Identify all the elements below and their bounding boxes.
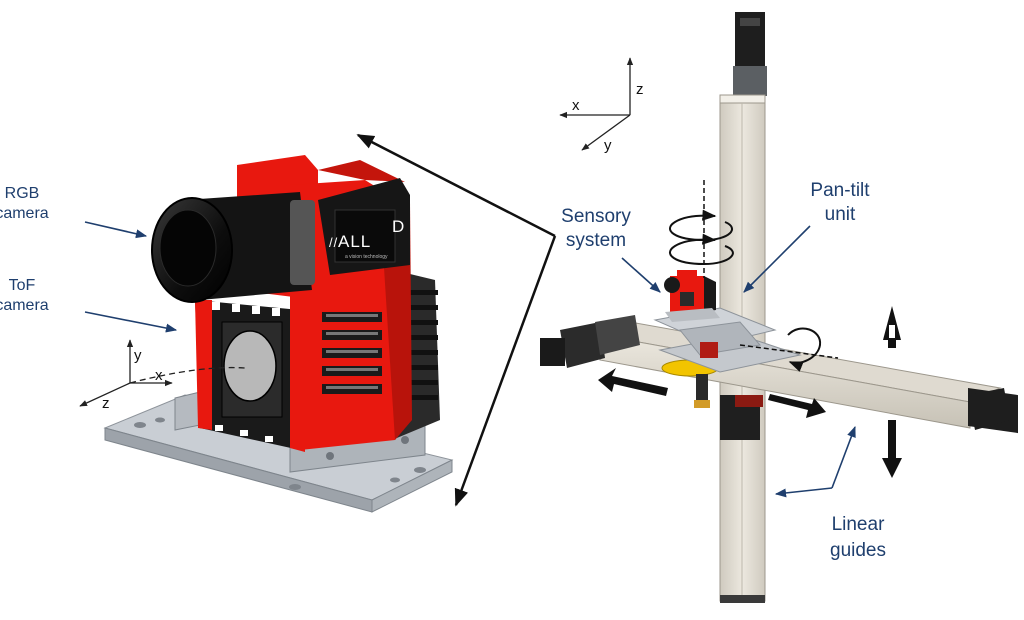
allied-logo-suffix: D <box>392 217 405 236</box>
svg-text:Linear: Linear <box>832 514 885 535</box>
camera-axis-x-label: x <box>155 367 163 384</box>
pan-tilt-unit-label: Pan-tilt unit <box>810 180 870 225</box>
camera-axis-y-label: y <box>134 347 142 364</box>
rgb-camera-label: RGB camera <box>0 185 49 222</box>
svg-text:system: system <box>566 230 626 251</box>
svg-text:ToF: ToF <box>9 277 36 294</box>
allied-logo-text: ALL <box>338 232 371 251</box>
sensory-system-label: Sensory system <box>561 206 631 251</box>
svg-text:guides: guides <box>830 540 886 561</box>
rgb-camera-body: ALL D a vision technology // <box>318 178 410 275</box>
robot-axis-x-label: x <box>572 97 580 114</box>
vertical-linear-guide <box>719 12 767 603</box>
camera-assembly: ALL D a vision technology // y x z <box>79 155 454 513</box>
zoom-connector <box>356 133 557 507</box>
rgb-lens <box>151 192 315 303</box>
linear-guides-pointer <box>774 425 856 498</box>
svg-text:camera: camera <box>0 205 49 222</box>
tof-lens <box>223 330 277 402</box>
svg-text:camera: camera <box>0 297 49 314</box>
sensory-system-small <box>664 270 720 322</box>
robot-axis-y-label: y <box>604 137 612 154</box>
allied-logo-subtext: a vision technology <box>345 254 388 260</box>
tilt-rotation-arrow <box>787 327 822 372</box>
pan-rotation-arrow <box>668 209 734 266</box>
svg-text:RGB: RGB <box>5 185 40 202</box>
sensory-system-pointer <box>621 257 661 293</box>
svg-text:unit: unit <box>825 204 856 225</box>
rgb-camera-pointer <box>84 221 148 239</box>
robot-setup: z x y <box>540 12 1018 603</box>
svg-text://: // <box>329 235 338 250</box>
pan-tilt-unit-pointer <box>743 225 811 293</box>
vertical-motion-arrows <box>882 306 902 478</box>
robot-axis-z-label: z <box>636 81 644 98</box>
robot-axes <box>559 57 634 151</box>
linear-guides-label: Linear guides <box>830 514 886 561</box>
camera-axis-z-label: z <box>102 395 110 412</box>
horizontal-motion-arrows <box>598 368 826 418</box>
tof-camera-label: ToF camera <box>0 277 49 314</box>
svg-text:Sensory: Sensory <box>561 206 631 227</box>
tof-camera-pointer <box>84 311 178 333</box>
tilt-axis-line <box>739 344 839 359</box>
svg-text:Pan-tilt: Pan-tilt <box>810 180 870 201</box>
camera-axes <box>79 339 246 407</box>
